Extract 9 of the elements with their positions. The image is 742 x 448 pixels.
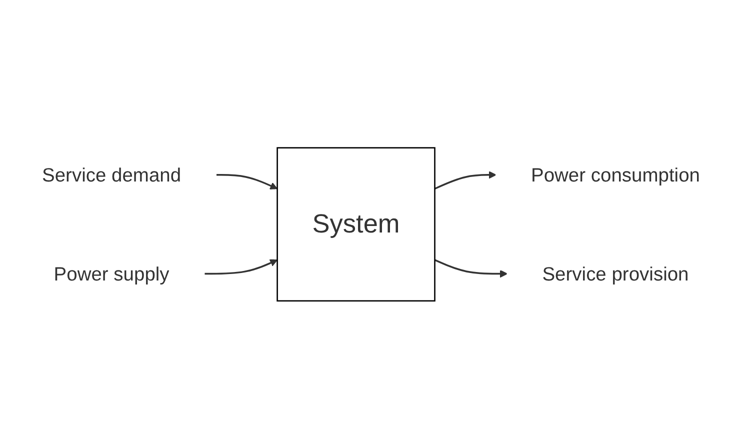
arrow bbox=[434, 258, 508, 278]
node-text: Power consumption bbox=[530, 164, 700, 186]
node-text: Service provision bbox=[542, 262, 689, 284]
arrow bbox=[434, 170, 496, 190]
arrow bbox=[204, 258, 278, 274]
node-text: Service demand bbox=[42, 164, 182, 186]
arrow bbox=[216, 174, 278, 190]
node-text: Power supply bbox=[54, 262, 170, 284]
node-box: System bbox=[276, 146, 436, 302]
